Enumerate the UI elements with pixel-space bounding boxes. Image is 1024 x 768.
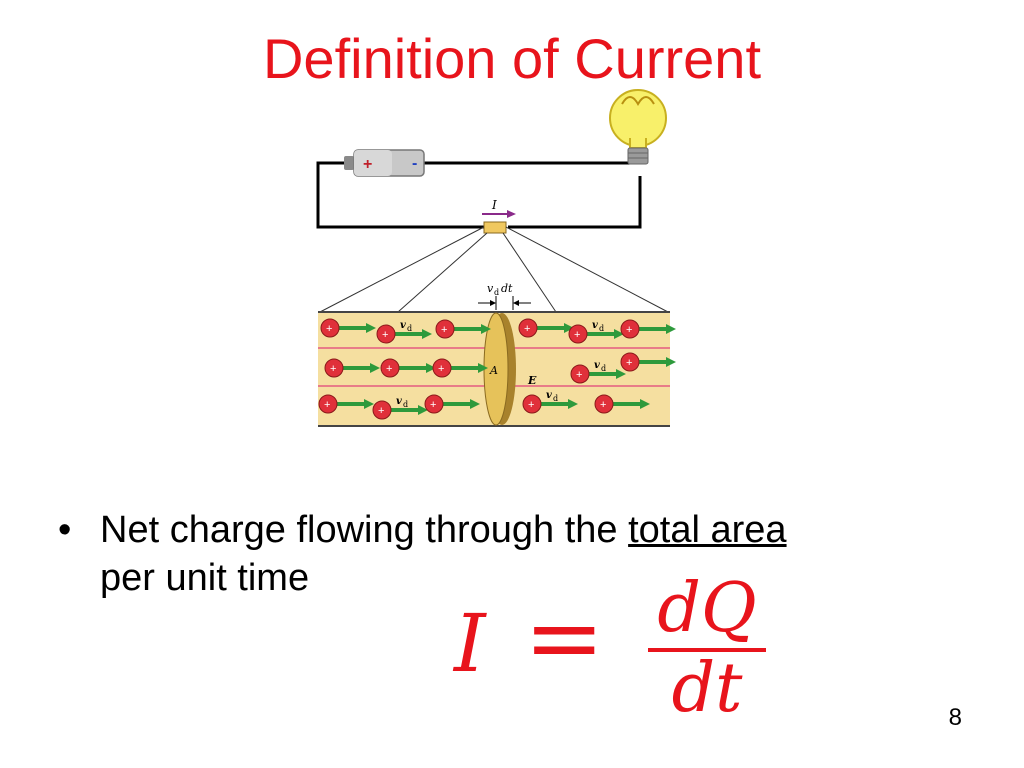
circuit-wire — [316, 161, 490, 229]
equation-denominator: dt — [671, 649, 743, 728]
drift-velocity-arrow-head — [370, 363, 380, 373]
drift-velocity-arrow-head — [366, 323, 376, 333]
drift-velocity-arrow-head — [364, 399, 374, 409]
positive-charge — [432, 358, 452, 378]
positive-charge — [324, 358, 344, 378]
drift-distance-label-dt: dt — [501, 282, 513, 295]
drift-velocity-arrow-head — [422, 329, 432, 339]
charge-sign: + — [382, 329, 388, 341]
velocity-label-sub: d — [601, 364, 606, 373]
page-number: 8 — [948, 704, 962, 731]
positive-charge — [594, 394, 614, 414]
charge-sign: + — [438, 363, 444, 375]
equation-fraction: dQ dt — [648, 572, 766, 726]
positive-charge — [372, 400, 392, 420]
equation-equals: = — [524, 582, 605, 694]
drift-velocity-arrow-head — [426, 363, 436, 373]
drift-velocity-arrow-head — [418, 405, 428, 415]
charge-sign: + — [524, 323, 530, 335]
positive-charge — [620, 352, 640, 372]
charge-sign: + — [386, 363, 392, 375]
drift-velocity-arrow-head — [666, 324, 676, 334]
light-bulb-icon — [609, 89, 667, 165]
equation-lhs: I — [454, 597, 486, 690]
drift-velocity-arrow-head — [564, 323, 574, 333]
positive-charge — [320, 318, 340, 338]
drift-velocity-arrow-head — [640, 399, 650, 409]
battery-plus-label: + — [363, 156, 372, 173]
area-label: A — [489, 364, 498, 377]
drift-velocity-arrow-head — [478, 363, 488, 373]
velocity-label: v — [396, 396, 402, 407]
drift-distance-label-v: v — [487, 282, 494, 295]
positive-charge — [518, 318, 538, 338]
drift-velocity-arrow-head — [616, 369, 626, 379]
charge-sign: + — [378, 405, 384, 417]
charge-sign: + — [330, 363, 336, 375]
charge-sign: + — [324, 399, 330, 411]
velocity-label: v — [592, 320, 598, 331]
positive-charge — [380, 358, 400, 378]
charge-sign: + — [430, 399, 436, 411]
positive-charge — [522, 394, 542, 414]
positive-charge — [570, 364, 590, 384]
equation-numerator: dQ — [657, 569, 757, 648]
drift-velocity-arrow-head — [614, 329, 624, 339]
charge-sign: + — [441, 324, 447, 336]
current-label: I — [491, 198, 497, 212]
velocity-label: v — [546, 390, 552, 401]
drift-velocity-arrow-head — [470, 399, 480, 409]
velocity-label-sub: d — [403, 400, 408, 409]
battery-minus-label: - — [412, 155, 417, 172]
positive-charge — [568, 324, 588, 344]
field-label: E — [527, 374, 537, 387]
slide-title: Definition of Current — [262, 27, 761, 90]
charge-sign: + — [574, 329, 580, 341]
positive-charge — [318, 394, 338, 414]
battery-icon: + - — [344, 149, 425, 177]
drift-velocity-arrow-head — [666, 357, 676, 367]
velocity-label: v — [400, 320, 406, 331]
current-arrow-head — [507, 210, 516, 218]
positive-charge — [424, 394, 444, 414]
bullet-text-start: Net charge flowing through the — [100, 509, 629, 551]
fraction-bar — [648, 648, 766, 652]
positive-charge — [376, 324, 396, 344]
bullet-text: Net charge flowing through the total are… — [100, 506, 940, 602]
circuit-wire-right — [508, 176, 642, 229]
positive-charge — [435, 319, 455, 339]
drift-distance-label-sub: d — [494, 288, 499, 297]
charge-sign: + — [326, 323, 332, 335]
drift-velocity-arrow-head — [568, 399, 578, 409]
velocity-label-sub: d — [407, 324, 412, 333]
bullet-symbol: • — [58, 509, 72, 551]
bullet-text-emphasis: total area — [628, 509, 787, 551]
charge-sign: + — [626, 357, 632, 369]
positive-charge — [620, 319, 640, 339]
wire-segment — [483, 221, 507, 234]
current-equation: I = dQ dt — [448, 572, 788, 726]
bullet-text-end: per unit time — [100, 557, 310, 599]
charge-sign: + — [626, 324, 632, 336]
charge-sign: + — [600, 399, 606, 411]
velocity-label-sub: d — [553, 394, 558, 403]
charge-sign: + — [528, 399, 534, 411]
velocity-label-sub: d — [599, 324, 604, 333]
charge-sign: + — [576, 369, 582, 381]
velocity-label: v — [594, 360, 600, 371]
drift-velocity-arrow-head — [481, 324, 491, 334]
